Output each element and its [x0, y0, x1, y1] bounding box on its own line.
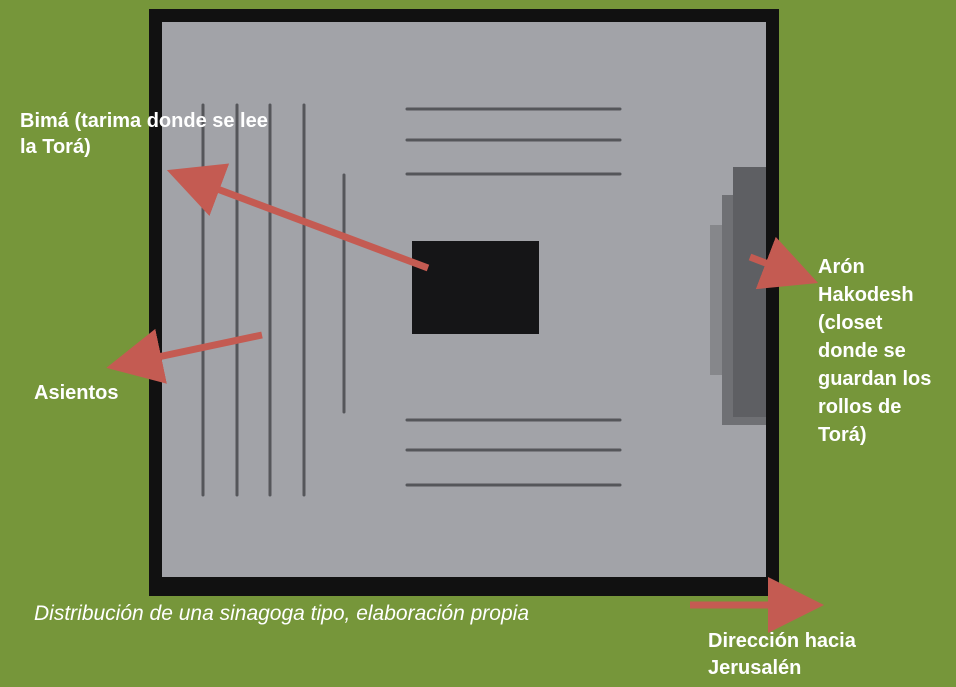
arrow-bima [166, 163, 430, 272]
label-aron-line: Torá) [818, 424, 867, 446]
bima-platform [412, 241, 539, 334]
aron-hakodesh [710, 167, 766, 425]
arrow-aron [748, 236, 819, 290]
label-aron-hakodesh: Arón Hakodesh (closet donde se guardan l… [818, 253, 931, 449]
label-direccion: Dirección hacia Jerusalén [708, 628, 856, 682]
label-aron-line: rollos de [818, 396, 902, 418]
label-aron-line: Arón [818, 256, 865, 278]
label-aron-line: donde se [818, 340, 906, 362]
label-bima: Bimá (tarima donde se lee la Torá) [20, 108, 290, 160]
label-direccion-line: Jerusalén [708, 657, 802, 679]
seating-top [405, 107, 622, 176]
seating-bottom [405, 418, 622, 487]
label-aron-line: (closet [818, 312, 883, 334]
label-asientos: Asientos [34, 380, 118, 406]
label-aron-line: guardan los [818, 368, 932, 390]
label-direccion-line: Dirección hacia [708, 630, 856, 652]
arrow-asientos [106, 328, 263, 384]
label-asientos-text: Asientos [34, 382, 119, 404]
label-aron-line: Hakodesh [818, 284, 914, 306]
label-bima-text: Bimá (tarima donde se lee la Torá) [20, 110, 268, 158]
diagram-caption: Distribución de una sinagoga tipo, elabo… [34, 602, 529, 625]
